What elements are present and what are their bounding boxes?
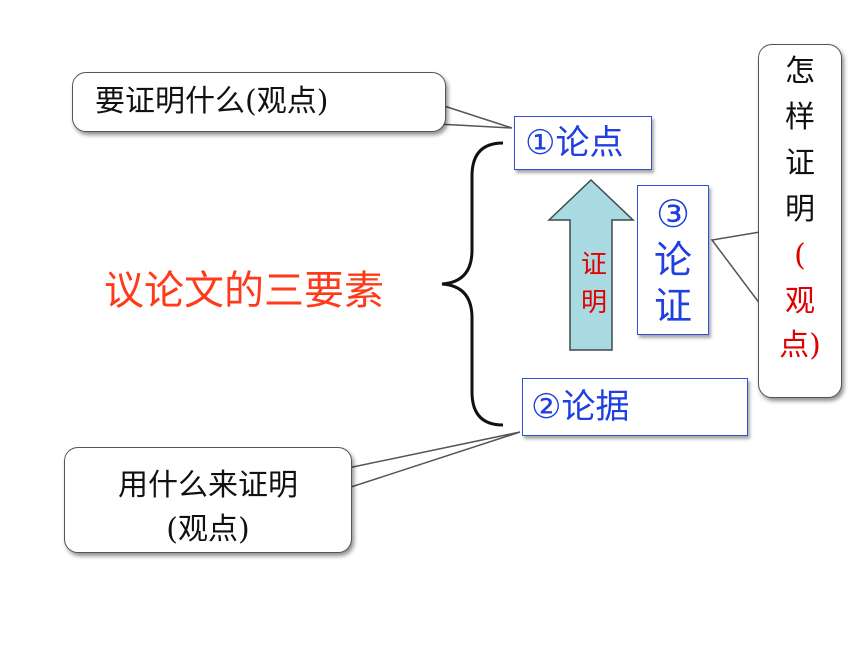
callout-how-char: 证 <box>785 146 815 181</box>
node-argument-point-label: ①论点 <box>525 123 624 163</box>
node-evidence-label: ②论据 <box>531 387 630 427</box>
callout-with-line-1: 用什么来证明 <box>118 468 298 503</box>
node-argumentation-char: 论 <box>653 238 692 282</box>
callout-pointer-what <box>437 102 513 129</box>
callout-how-char: ( <box>794 238 806 273</box>
callout-with-line-2: (观点) <box>166 512 250 547</box>
left-brace-icon <box>441 141 504 427</box>
node-argumentation-char: 证 <box>653 284 692 328</box>
callout-what-text: 要证明什么(观点) <box>95 84 329 119</box>
callout-pointer-how <box>710 231 761 307</box>
callout-pointer-with <box>347 431 521 490</box>
arrow-label-char: 证 <box>580 250 607 280</box>
arrow-label: 证 明 <box>574 246 614 322</box>
node-evidence: ②论据 <box>522 378 748 436</box>
arrow-label-char: 明 <box>580 288 607 318</box>
up-arrow-icon <box>547 178 635 351</box>
diagram-title: 议论文的三要素 <box>104 268 384 314</box>
callout-how-char: 明 <box>785 192 815 227</box>
node-argumentation: ③ 论 证 <box>637 185 709 335</box>
callout-how-char: 怎 <box>785 54 815 89</box>
callout-how-char: 观 <box>785 284 815 319</box>
callout-how-char: 样 <box>785 100 815 135</box>
node-argumentation-char: ③ <box>655 192 691 236</box>
node-argument-point: ①论点 <box>514 116 652 170</box>
callout-what-to-prove: 要证明什么(观点) <box>72 72 446 132</box>
callout-with-what: 用什么来证明 (观点) <box>64 447 352 553</box>
callout-how-char: 点) <box>779 328 821 363</box>
callout-how-to-prove: 怎 样 证 明 ( 观 点) <box>758 44 842 398</box>
